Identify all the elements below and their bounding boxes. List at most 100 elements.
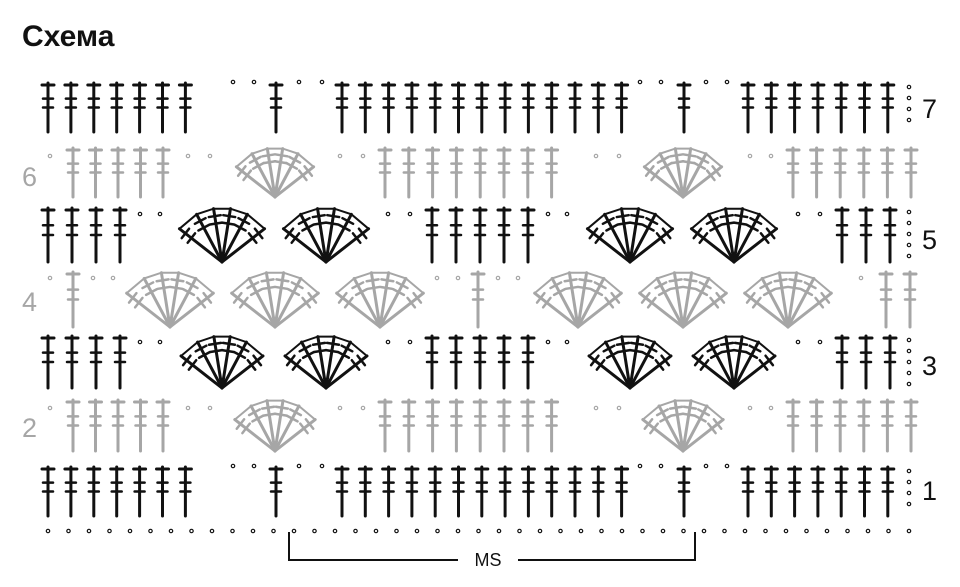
chain-dot [296,463,302,469]
chain-dot [353,528,358,534]
chain-dot [319,79,325,85]
stitch-symbol [427,465,443,518]
stitch-symbol [544,81,560,134]
chain-dot [148,528,153,534]
stitch-symbol [451,81,466,134]
stitch-symbol [544,465,560,518]
chain-dot [599,528,604,534]
chain-dot [385,339,391,345]
stitch-symbol [903,398,919,453]
stitch-symbol [787,81,803,134]
row-number-6: 6 [22,162,37,192]
stitch-symbol [882,334,898,390]
chain-dot [701,528,707,534]
chain-dot [66,528,71,534]
page-title: Схема [22,20,115,53]
chain-dot [47,405,53,411]
chain-dot [209,528,215,534]
row-3 [40,334,912,390]
chain-dot [537,528,543,534]
stitch-symbol [155,465,170,518]
chain-dot [658,79,664,85]
stitch-symbol [858,334,874,390]
stitch-symbol [878,270,894,329]
fan-symbol [641,399,725,453]
stitch-symbol [810,465,826,518]
stitch-symbol [88,398,103,453]
chain-dot [414,528,420,534]
chain-dot [564,211,570,217]
chain-dot [703,79,709,85]
chain-dot [495,275,501,281]
stitch-symbol [472,398,488,453]
stitch-symbol [590,81,606,134]
chain-dot [886,528,891,534]
stitch-symbol [65,270,81,329]
stitch-symbol [404,465,420,518]
stitch-symbol [740,81,756,134]
chain-dot [906,209,912,215]
chain-dot [906,348,912,354]
stitch-symbol [424,334,440,390]
chain-dot [296,79,302,85]
stitch-symbol [785,146,801,199]
chain-dot [517,528,522,534]
stitch-symbol [474,465,490,518]
chain-dot [407,211,413,217]
chain-dot [722,528,727,534]
chain-dot [906,95,912,101]
chain-dot [906,117,912,123]
chain-dot [906,381,912,387]
stitch-symbol [614,81,630,134]
stitch-symbol [856,146,872,199]
chain-dot [768,153,774,159]
stitch-symbol [567,81,583,134]
stitch-symbol [496,206,512,264]
chain-dot [747,405,753,411]
stitch-symbol [268,465,284,518]
stitch-symbol [155,81,170,134]
chain-dot [804,528,809,534]
chain-dot [906,84,912,90]
stitch-symbol [110,398,126,453]
stitch-symbol [496,398,512,453]
chain-dot [681,528,686,534]
chain-dot [593,405,599,411]
stitch-symbol [496,334,512,390]
stitch-symbol [497,81,513,134]
stitch-symbol [879,146,895,199]
chain-dot [291,528,297,534]
chain-dot [185,405,191,411]
chain-dot [319,463,325,469]
chain-dot [865,528,871,534]
chain-dot [906,220,912,226]
stitch-symbol [63,81,79,134]
stitch-symbol [40,206,56,264]
chain-dot [434,275,440,281]
stitch-symbol [858,206,874,264]
stitch-symbol [132,465,148,518]
repeat-label: MS [475,550,502,570]
stitch-symbol [65,146,81,199]
stitch-symbol [64,206,80,264]
chain-dot [107,528,112,534]
row-4 [47,270,918,329]
stitch-symbol [763,81,779,134]
fan-symbol [689,207,779,264]
chain-dot [906,528,912,534]
chain-dot [86,528,92,534]
fan-symbol [691,335,777,390]
chain-dot [660,528,666,534]
stitch-symbol [590,465,606,518]
chain-dot [619,528,625,534]
stitch-symbol [879,398,895,453]
chain-dot [360,405,366,411]
chain-dot [332,528,338,534]
stitch-symbol [109,465,125,518]
chain-dot [558,528,563,534]
stitch-symbol [544,146,560,199]
stitch-symbol [177,81,193,134]
stitch-symbol [787,465,803,518]
chain-dot [47,153,53,159]
stitch-symbol [902,270,918,329]
